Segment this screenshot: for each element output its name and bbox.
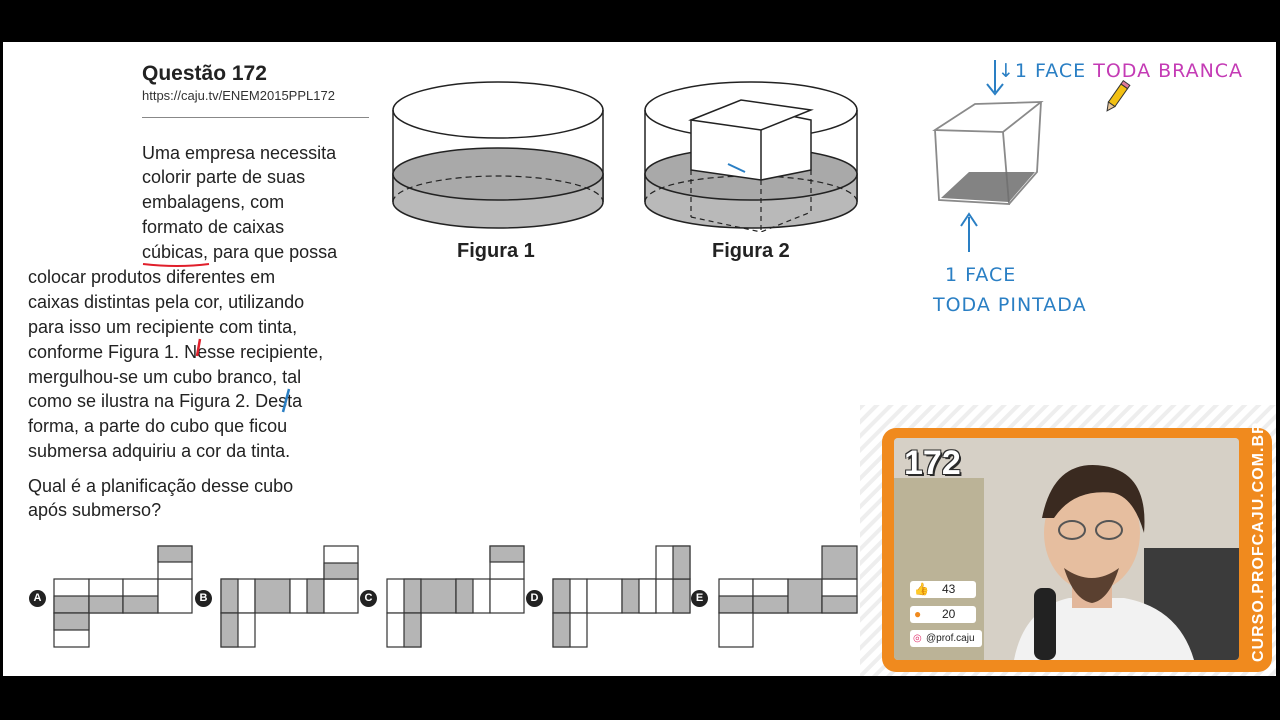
webcam-video: 172 👍 43 ● 20 ◎ @prof.caju (894, 438, 1239, 660)
figure-1-container (392, 81, 604, 229)
net-c (386, 545, 525, 648)
annotation-1-face-top: ↓1 FACE TODA BRANCA (998, 60, 1244, 82)
text-line: caixas distintas pela cor, utilizando (28, 292, 305, 312)
text-line: conforme Figura 1. Nesse recipiente, (28, 342, 324, 362)
option-c-badge[interactable]: C (360, 590, 377, 607)
pencil-icon (1106, 80, 1131, 112)
text-line: Uma empresa necessita (142, 143, 337, 163)
viewers-stat: ● 20 (910, 606, 976, 623)
text-line: colocar produtos diferentes em (28, 267, 276, 287)
net-b (220, 545, 359, 648)
figure-2-label: Figura 2 (712, 240, 790, 262)
question-slide: Questão 172 https://caju.tv/ENEM2015PPL1… (3, 42, 1276, 676)
prompt-line: após submerso? (28, 500, 162, 520)
likes-stat: 👍 43 (910, 581, 976, 598)
question-url[interactable]: https://caju.tv/ENEM2015PPL172 (142, 88, 335, 103)
text-line: cúbicas, para que possa (142, 242, 338, 262)
webcam-panel: 172 👍 43 ● 20 ◎ @prof.caju (882, 428, 1272, 672)
pen-annotations (142, 263, 291, 413)
option-b-badge[interactable]: B (195, 590, 212, 607)
thumbs-up-icon: 👍 (914, 582, 929, 596)
text-line: submersa adquiriu a cor da tinta. (28, 441, 291, 461)
option-e-badge[interactable]: E (691, 590, 708, 607)
prompt-line: Qual é a planificação desse cubo (28, 476, 294, 496)
site-url-vertical: CURSO.PROFCAJU.COM.BR (1250, 421, 1267, 662)
cube-net-options (53, 545, 858, 648)
option-d-badge[interactable]: D (526, 590, 543, 607)
instagram-handle[interactable]: ◎ @prof.caju (910, 630, 982, 647)
text-line: para isso um recipiente com tinta, (28, 317, 298, 337)
text-line: formato de caixas (142, 217, 285, 237)
instagram-icon: ◎ (913, 633, 922, 644)
annotation-1-face-bottom: 1 FACE (945, 264, 1017, 286)
text-line: como se ilustra na Figura 2. Desta (28, 391, 303, 411)
net-a (53, 545, 193, 648)
text-line: colorir parte de suas (142, 167, 306, 187)
figure-1-label: Figura 1 (457, 240, 535, 262)
figure-2-container (644, 81, 858, 232)
question-number-badge: 172 (904, 444, 961, 482)
text-line: embalagens, com (142, 192, 285, 212)
person-icon: ● (914, 607, 922, 621)
question-title: Questão 172 (142, 62, 267, 85)
net-d (552, 545, 691, 648)
hand-drawn-cube (932, 60, 1131, 252)
annotation-painted: TODA PINTADA (933, 294, 1087, 316)
presenter-silhouette (894, 438, 1239, 660)
text-line: mergulhou-se um cubo branco, tal (28, 367, 302, 387)
text-line: forma, a parte do cubo que ficou (28, 416, 288, 436)
title-divider (142, 117, 369, 118)
figures-illustration (392, 81, 858, 232)
option-a-badge[interactable]: A (29, 590, 46, 607)
net-e (718, 545, 858, 648)
